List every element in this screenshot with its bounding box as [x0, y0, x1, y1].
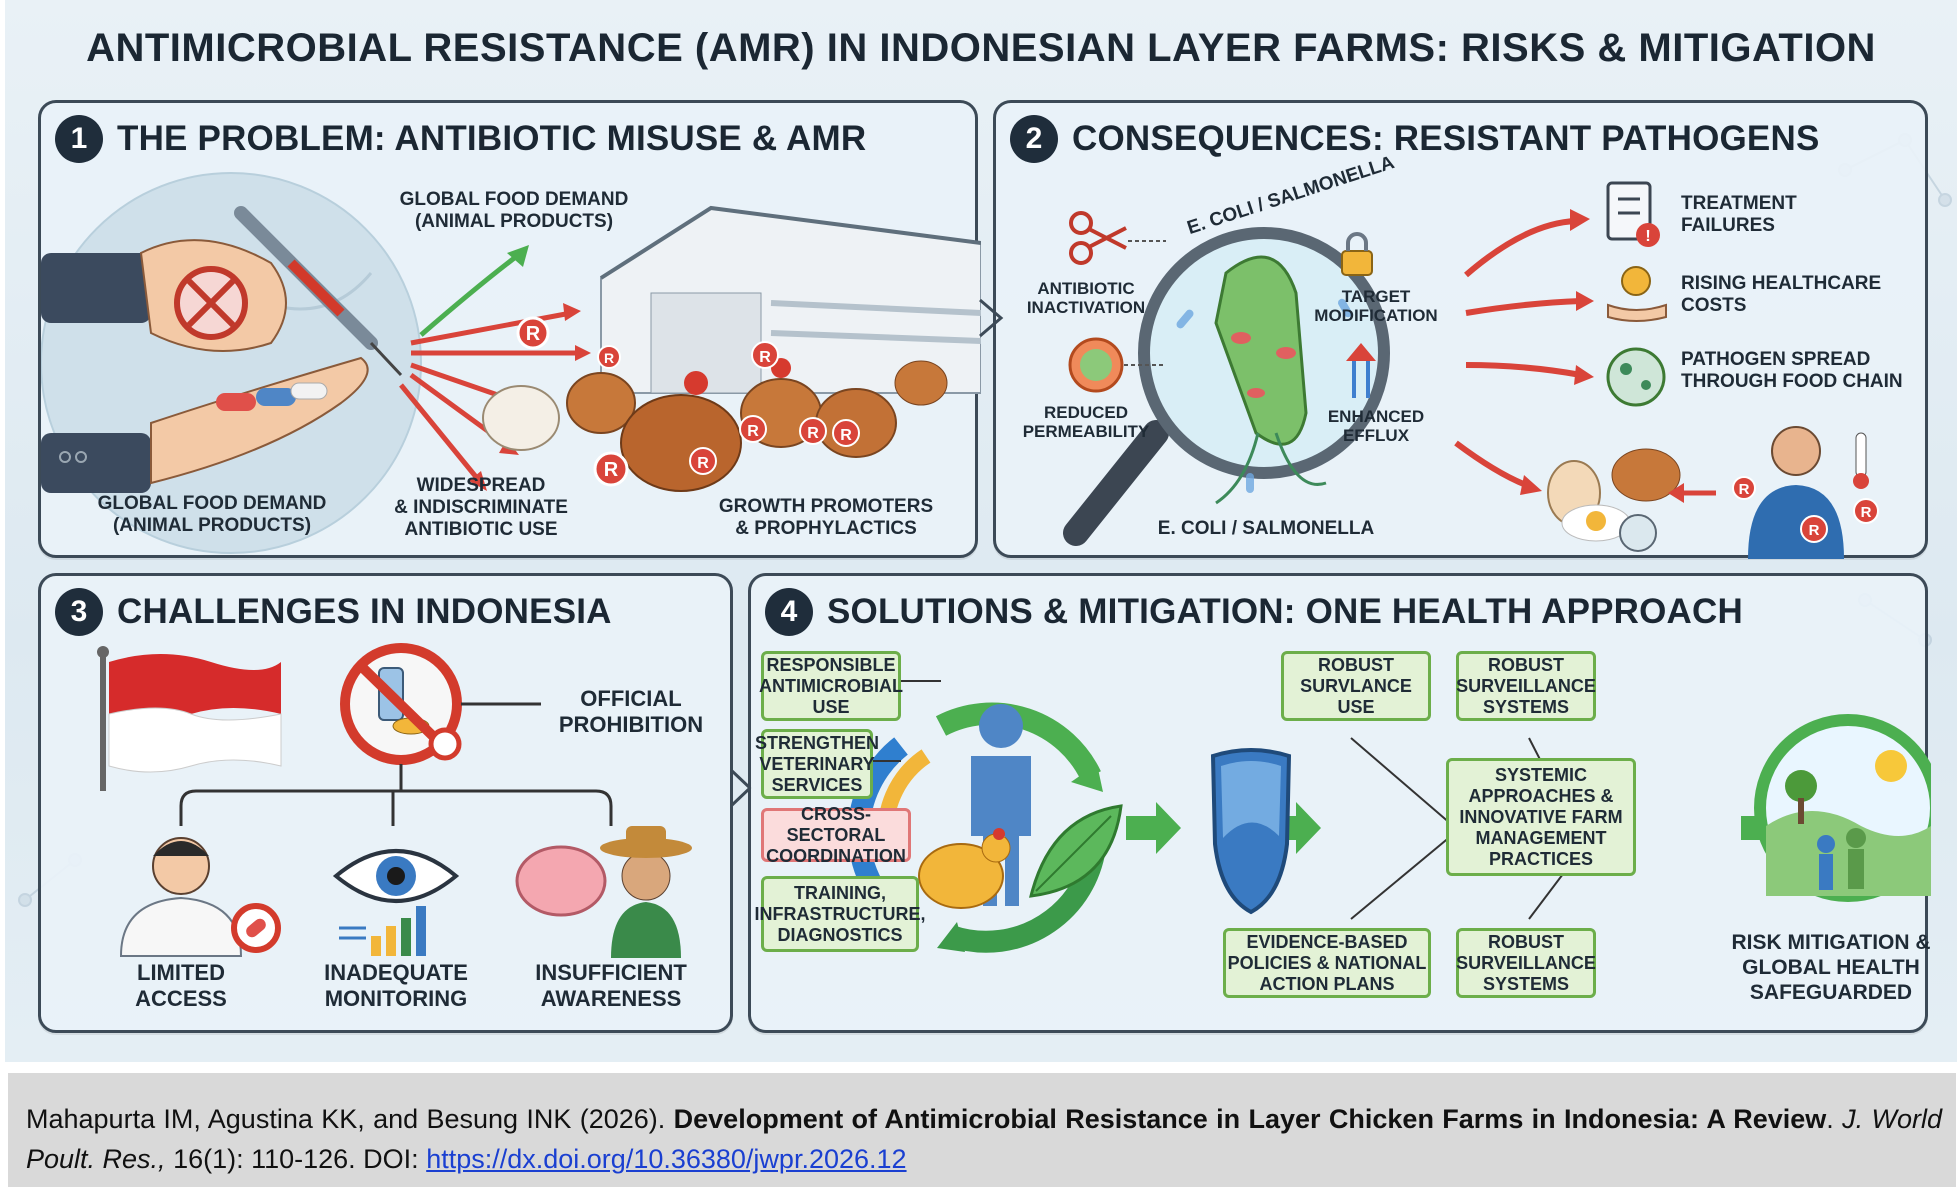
- label-insufficient-awareness: INSUFFICIENT AWARENESS: [535, 960, 687, 1011]
- lock-icon: [1341, 232, 1373, 276]
- panel-header: 3 CHALLENGES IN INDONESIA: [55, 588, 612, 636]
- healthy-landscape-icon: [1754, 714, 1931, 902]
- panel-title: SOLUTIONS & MITIGATION: ONE HEALTH APPRO…: [827, 592, 1743, 631]
- bacterium-icon: [1214, 255, 1327, 505]
- box-robust-surveillance-top: ROBUST SURVEILLANCE SYSTEMS: [1456, 651, 1596, 721]
- label-pathogen-spread: PATHOGEN SPREAD THROUGH FOOD CHAIN: [1681, 349, 1903, 392]
- left-connectors: [873, 680, 941, 762]
- prohibition-icon: [340, 643, 462, 765]
- resistance-mark: R: [697, 455, 709, 472]
- panel-title: CHALLENGES IN INDONESIA: [117, 592, 612, 631]
- label-treatment-failures: TREATMENT FAILURES: [1681, 193, 1797, 236]
- label-pathogen-bottom: E. COLI / SALMONELLA: [1157, 518, 1375, 539]
- hand-syringe-icon: [41, 206, 403, 377]
- globe-microbes-icon: [1606, 347, 1666, 407]
- label-global-demand-bottom: GLOBAL FOOD DEMAND (ANIMAL PRODUCTS): [97, 493, 327, 536]
- box-responsible-use: RESPONSIBLE ANTIMICROBIAL USE: [759, 651, 903, 721]
- resistance-mark: R: [1809, 522, 1820, 539]
- solutions-illustration: [847, 680, 1931, 953]
- label-inadequate-monitoring: INADEQUATE MONITORING: [324, 960, 468, 1011]
- panel-challenges: 3 CHALLENGES IN INDONESIA: [38, 573, 733, 1033]
- arrows: [399, 245, 591, 491]
- box-evidence-based: EVIDENCE-BASED POLICIES & NATIONAL ACTIO…: [1223, 928, 1431, 998]
- main-title: ANTIMICROBIAL RESISTANCE (AMR) IN INDONE…: [86, 26, 1876, 70]
- problem-illustration: R R R R R R R R: [41, 172, 981, 554]
- citation-title: Development of Antimicrobial Resistance …: [673, 1104, 1827, 1134]
- resistance-mark: R: [759, 349, 771, 366]
- connector-lines: [179, 764, 613, 826]
- panel-title: CONSEQUENCES: RESISTANT PATHOGENS: [1072, 119, 1820, 158]
- citation-volume: 16(1): 110-126. DOI:: [165, 1144, 427, 1174]
- panel-number: 2: [1010, 115, 1058, 163]
- panel-header: 2 CONSEQUENCES: RESISTANT PATHOGENS: [1010, 115, 1820, 163]
- eye-chart-icon: [332, 849, 460, 956]
- shield-icon: [1210, 748, 1292, 915]
- money-hand-icon: [1607, 266, 1667, 322]
- box-cross-sectoral: CROSS-SECTORAL COORDINATION: [761, 804, 911, 866]
- indonesia-flag-icon: [97, 646, 282, 791]
- label-target-modification: TARGET MODIFICATION: [1314, 287, 1438, 325]
- panel-number: 3: [55, 588, 103, 636]
- citation-sep: .: [1826, 1104, 1843, 1134]
- label-official-prohibition: OFFICIAL PROHIBITION: [558, 686, 704, 737]
- label-reduced-permeability: REDUCED PERMEABILITY: [1022, 403, 1150, 441]
- panel-title: THE PROBLEM: ANTIBIOTIC MISUSE & AMR: [117, 119, 867, 158]
- resistance-badges: R R R R R R R R: [516, 316, 860, 487]
- label-antibiotic-use: WIDESPREAD & INDISCRIMINATE ANTIBIOTIC U…: [394, 475, 568, 540]
- citation-journal: J. World Poult. Res.,: [26, 1104, 1942, 1174]
- label-healthcare-costs: RISING HEALTHCARE COSTS: [1681, 273, 1882, 316]
- barn-icon: [599, 205, 981, 394]
- consequences-illustration: ! R R R: [1063, 181, 1879, 559]
- box-strengthen-vet: STRENGTHEN VETERINARY SERVICES: [755, 729, 879, 799]
- panel-problem: 1 THE PROBLEM: ANTIBIOTIC MISUSE & AMR: [38, 100, 981, 558]
- panel-header: 4 SOLUTIONS & MITIGATION: ONE HEALTH APP…: [765, 588, 1743, 636]
- resistance-mark: R: [747, 423, 759, 440]
- label-outcome: RISK MITIGATION & GLOBAL HEALTH SAFEGUAR…: [1731, 931, 1931, 1004]
- citation-bar: Mahapurta IM, Agustina KK, and Besung IN…: [8, 1073, 1956, 1187]
- box-robust-survlance-use: ROBUST SURVLANCE USE: [1281, 651, 1431, 721]
- resistance-mark: R: [1739, 481, 1750, 498]
- egg-chicken-icon: [1547, 448, 1681, 552]
- label-inactivation: ANTIBIOTIC INACTIVATION: [1026, 279, 1146, 317]
- clipboard-icon: !: [1606, 181, 1660, 247]
- resistance-mark: R: [604, 350, 614, 366]
- box-systemic-approaches: SYSTEMIC APPROACHES & INNOVATIVE FARM MA…: [1446, 758, 1636, 876]
- challenges-illustration: [97, 643, 692, 958]
- resistance-mark: R: [604, 459, 619, 481]
- resistance-mark: R: [1861, 504, 1872, 521]
- doi-link[interactable]: https://dx.doi.org/10.36380/jwpr.2026.12: [426, 1144, 907, 1174]
- citation-authors: Mahapurta IM, Agustina KK, and Besung IN…: [26, 1104, 674, 1134]
- box-training: TRAINING, INFRASTRUCTURE, DIAGNOSTICS: [755, 876, 926, 952]
- resistance-mark: R: [807, 425, 819, 442]
- efflux-icon: [1346, 343, 1376, 398]
- label-global-demand-top: GLOBAL FOOD DEMAND (ANIMAL PRODUCTS): [399, 189, 629, 232]
- consequence-arrows: [1454, 218, 1582, 488]
- label-limited-access: LIMITED ACCESS: [135, 960, 227, 1011]
- resistance-mark: R: [526, 323, 541, 345]
- panel-number: 1: [55, 115, 103, 163]
- brain-farmer-icon: [515, 826, 692, 958]
- leaf-icon: [1029, 804, 1123, 898]
- resistance-mark: R: [840, 427, 852, 444]
- box-robust-surveillance-bottom: ROBUST SURVEILLANCE SYSTEMS: [1456, 928, 1596, 998]
- label-growth-promoters: GROWTH PROMOTERS & PROPHYLACTICS: [718, 496, 934, 539]
- panel-consequences: 2 CONSEQUENCES: RESISTANT PATHOGENS: [993, 100, 1928, 559]
- hand-pills-icon: [41, 356, 369, 493]
- panel-header: 1 THE PROBLEM: ANTIBIOTIC MISUSE & AMR: [55, 115, 866, 163]
- cell-membrane-icon: [1068, 337, 1124, 393]
- svg-text:!: !: [1645, 228, 1650, 245]
- infographic: ANTIMICROBIAL RESISTANCE (AMR) IN INDONE…: [5, 0, 1957, 1062]
- doctor-icon: [119, 837, 281, 957]
- panel-solutions: 4 SOLUTIONS & MITIGATION: ONE HEALTH APP…: [748, 573, 1931, 1033]
- panel-number: 4: [765, 588, 813, 636]
- chicken-icon: [918, 828, 1011, 909]
- scissors-icon: [1069, 211, 1127, 265]
- label-enhanced-efflux: ENHANCED EFFLUX: [1327, 407, 1425, 445]
